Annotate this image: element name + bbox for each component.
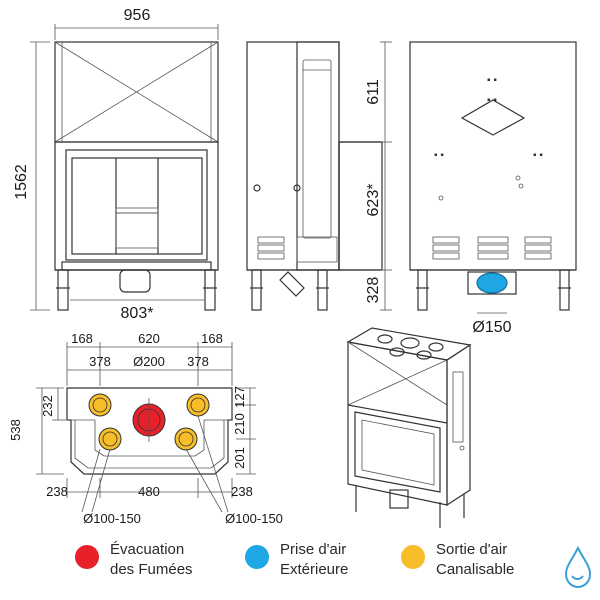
legend-outlet-line2: Canalisable	[436, 561, 514, 578]
top-dim2-left: 378	[89, 354, 111, 369]
front-body	[54, 141, 219, 271]
side-view: 611 623* 328	[246, 41, 392, 311]
front-width-label: 956	[124, 7, 151, 24]
legend-swatch-intake	[245, 545, 269, 569]
front-view: 956 1562 803*	[13, 7, 219, 322]
top-dim-left: 168	[71, 331, 93, 346]
legend-outlet-line1: Sortie d'air	[436, 541, 507, 558]
top-right-dim-2: 210	[232, 413, 247, 435]
top-bottom-dim-center: 480	[138, 484, 160, 499]
outlet-top-left	[88, 393, 112, 417]
svg-text:▪ ▪: ▪ ▪	[533, 150, 543, 161]
top-dim-right: 168	[201, 331, 223, 346]
legend-intake-line1: Prise d'air	[280, 541, 346, 558]
top-dim-center: 620	[138, 331, 160, 346]
front-height-label: 1562	[13, 164, 30, 200]
legend-smoke-line2: des Fumées	[110, 561, 193, 578]
outlet-top-right	[186, 393, 210, 417]
top-dim2-right: 378	[187, 354, 209, 369]
legend-swatch-smoke	[75, 545, 99, 569]
top-depth-label: 538	[8, 419, 23, 441]
isometric-view	[346, 327, 472, 528]
side-middle-label: 623*	[365, 184, 382, 217]
side-foot-label: 328	[365, 277, 382, 304]
top-right-dim-1: 127	[232, 386, 247, 408]
legend: Évacuation des Fumées Prise d'air Extéri…	[75, 541, 514, 578]
side-upper-label: 611	[365, 79, 382, 105]
front-opening-label: 803*	[121, 305, 154, 322]
svg-text:▪ ▪: ▪ ▪	[487, 75, 497, 86]
svg-text:▪ ▪: ▪ ▪	[434, 150, 444, 161]
legend-intake-line2: Extérieure	[280, 561, 348, 578]
rear-view: ▪ ▪ ▪ ▪ ▪ ▪ ▪ ▪ Ø150	[409, 41, 577, 336]
top-view: 168 620 168 378 Ø200 378 538 232	[8, 331, 283, 526]
outlet-bottom-left	[98, 427, 122, 451]
top-dim2-center: Ø200	[133, 354, 165, 369]
legend-smoke-line1: Évacuation	[110, 541, 184, 558]
air-intake-marker	[476, 272, 508, 294]
water-drop-icon	[564, 545, 592, 589]
rear-intake-label: Ø150	[472, 319, 511, 336]
outlet-bottom-right	[174, 427, 198, 451]
top-right-dim-3: 201	[232, 447, 247, 469]
svg-text:▪ ▪: ▪ ▪	[487, 95, 497, 106]
top-bottom-dim-left: 238	[46, 484, 68, 499]
side-body	[246, 41, 340, 271]
outlet-right-label: Ø100-150	[225, 511, 283, 526]
legend-swatch-outlet	[401, 545, 425, 569]
top-bottom-dim-right: 238	[231, 484, 253, 499]
outlet-left-label: Ø100-150	[83, 511, 141, 526]
top-left-offset-label: 232	[40, 395, 55, 417]
